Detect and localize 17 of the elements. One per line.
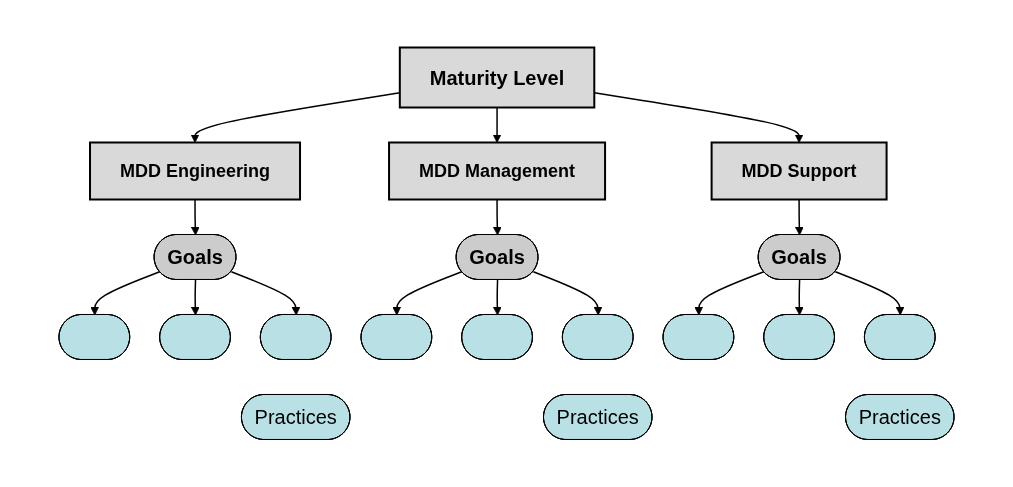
arrow: [834, 271, 905, 316]
arrow: [492, 106, 502, 143]
arrow: [532, 271, 603, 316]
arrow: [694, 271, 765, 316]
arrow: [230, 271, 301, 316]
node-box: MDD Management: [388, 141, 607, 201]
arrow: [90, 271, 161, 316]
node-box: MDD Support: [710, 141, 888, 201]
node-box: MDD Engineering: [89, 141, 301, 201]
arrow: [492, 198, 502, 236]
arrow: [190, 279, 200, 316]
arrow: [492, 279, 502, 316]
arrow: [794, 279, 804, 316]
arrow: [392, 271, 463, 316]
arrow: [794, 198, 804, 236]
node-box: Maturity Level: [398, 46, 596, 109]
arrow: [190, 198, 200, 236]
